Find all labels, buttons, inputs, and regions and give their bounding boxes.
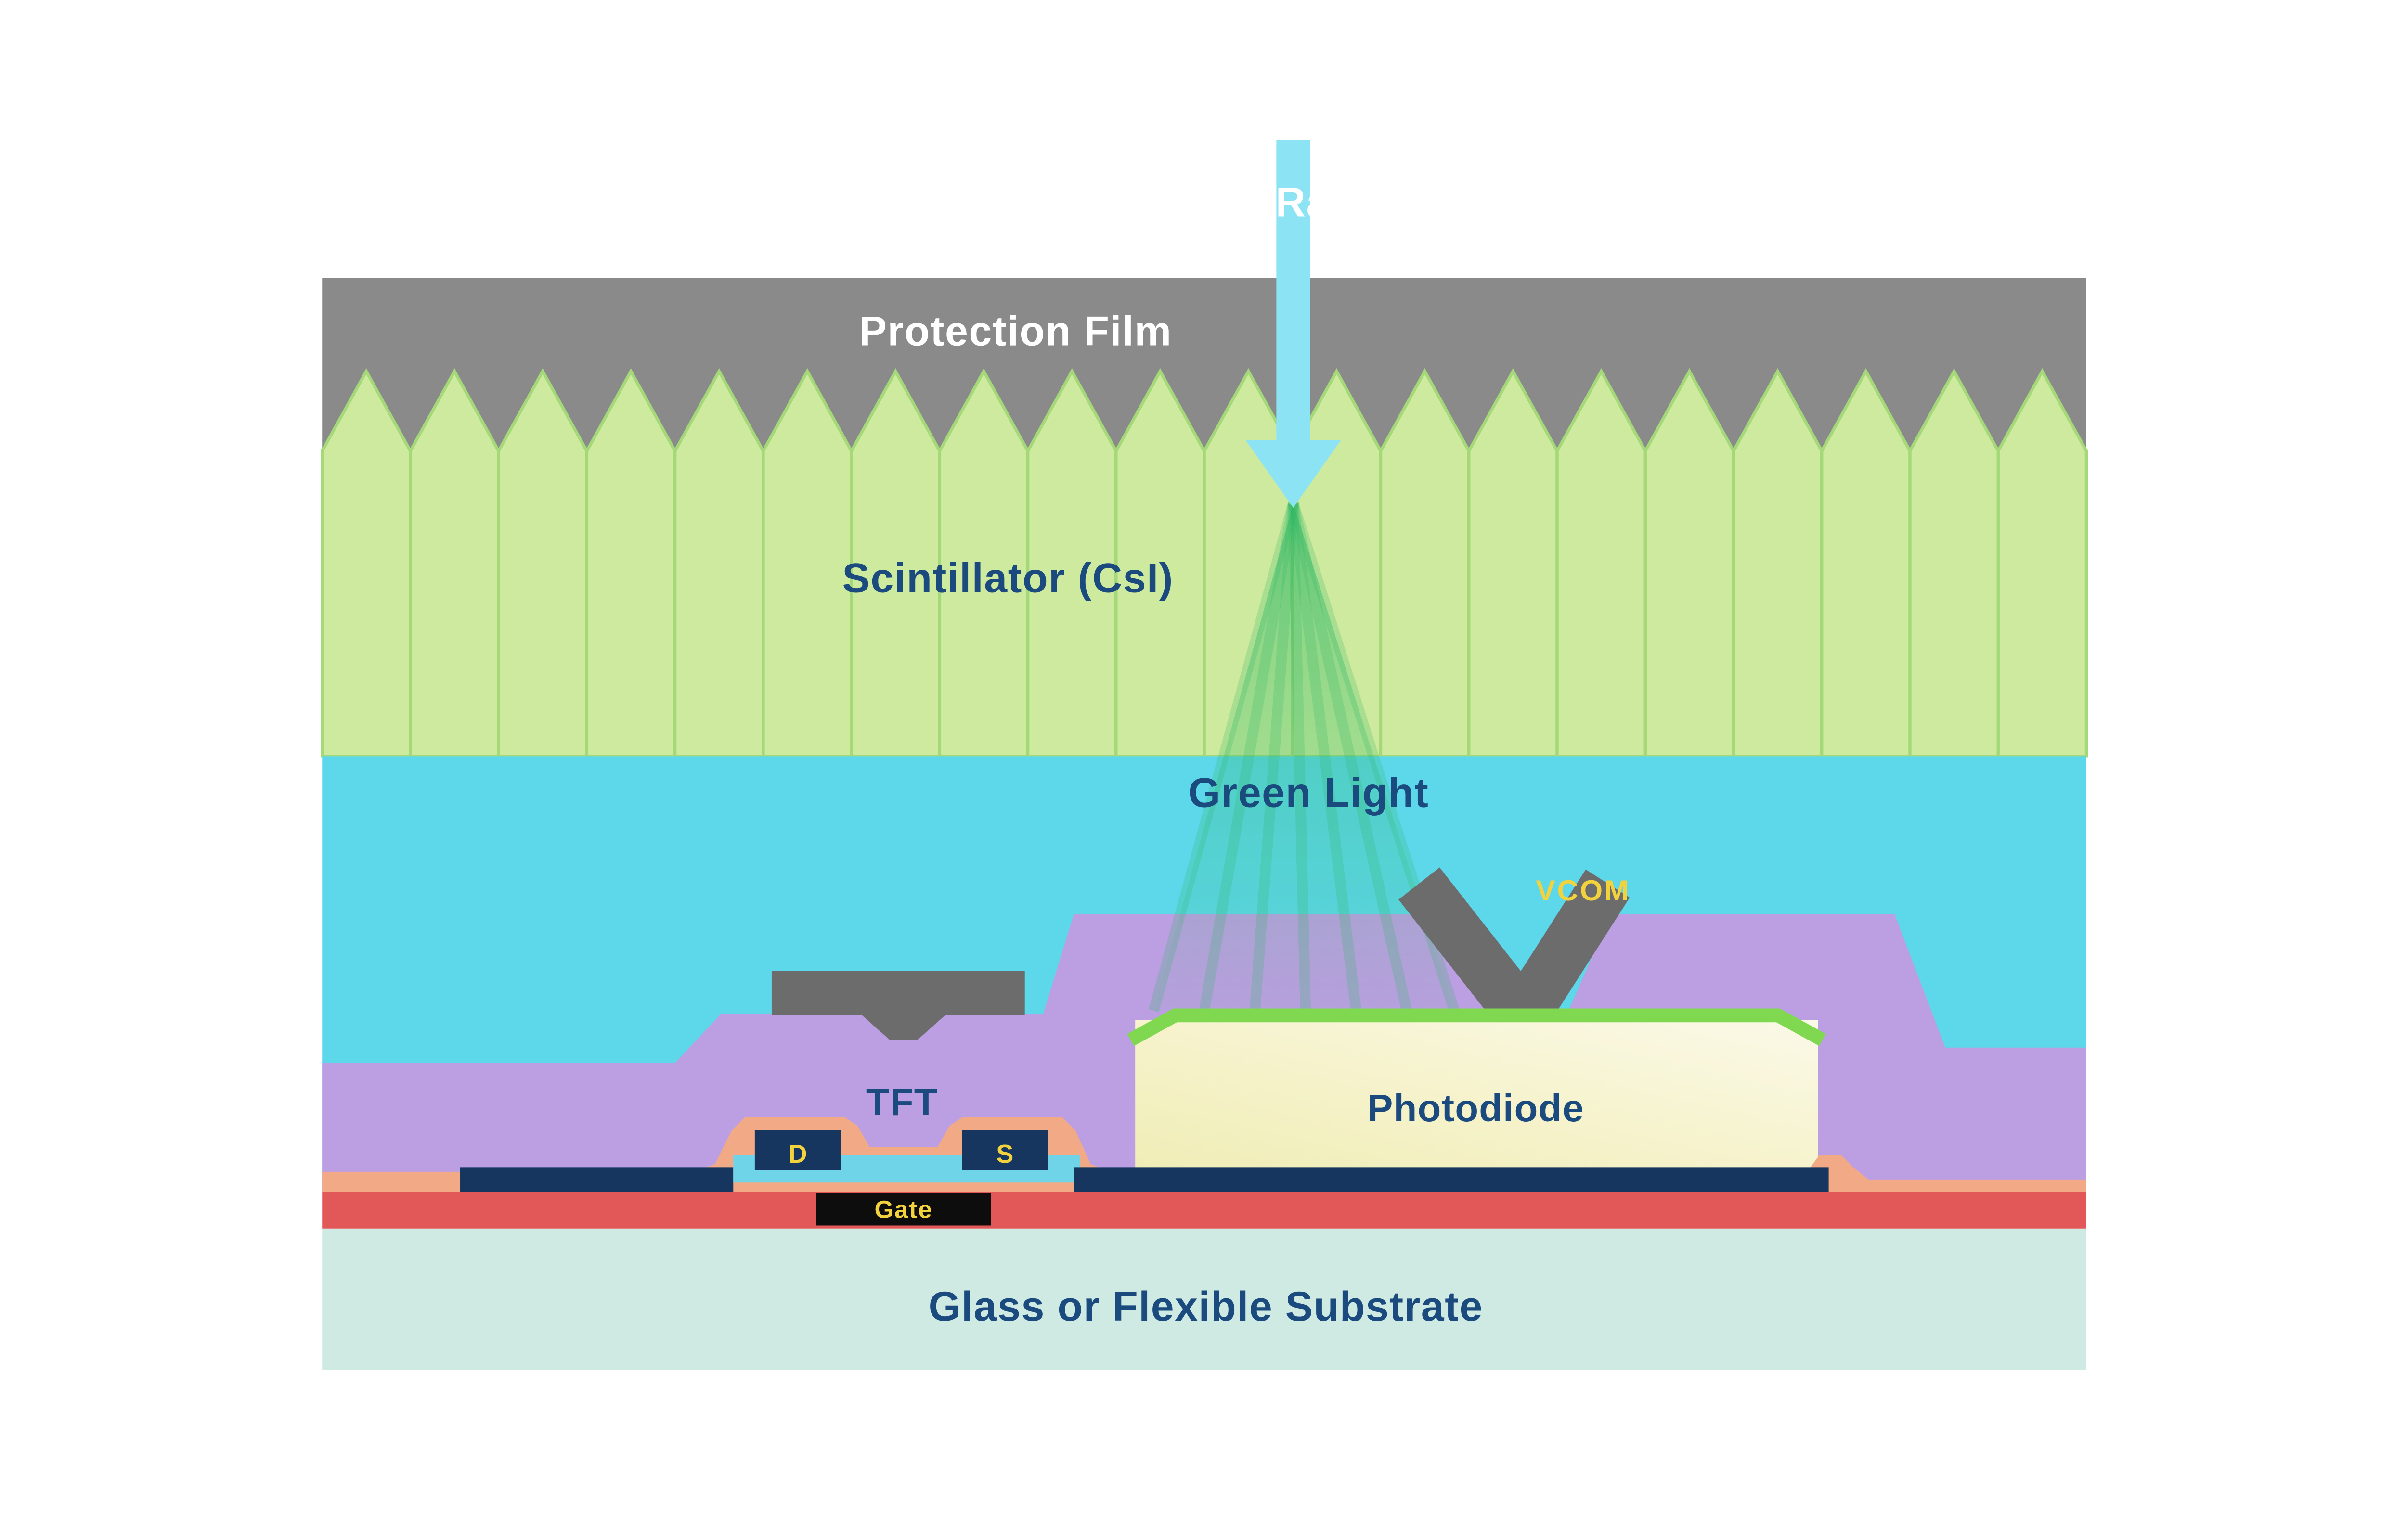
vcom-electrode-arm-right (1504, 869, 1630, 1025)
protection-film-label: Protection Film (859, 308, 1172, 354)
scintillator-column (1908, 368, 2000, 758)
scintillator-column (1379, 368, 1471, 758)
scintillator-column (673, 368, 765, 758)
gate-label: Gate (875, 1196, 933, 1223)
scintillator-column (762, 368, 853, 758)
green-light-cone (1153, 503, 1455, 1011)
gate-insulator-layer (322, 1192, 2086, 1229)
scintillator-column (1467, 368, 1559, 758)
gate-electrode (816, 1193, 991, 1226)
substrate-layer (322, 1228, 2086, 1370)
source-label: S (996, 1140, 1013, 1168)
green-light-ray (1288, 503, 1311, 1011)
vcom-electrode-arm-left (1398, 867, 1540, 1027)
scintillator-layer (321, 368, 2088, 758)
scintillator-column (321, 368, 412, 758)
substrate-label: Glass or Flexible Substrate (929, 1283, 1483, 1330)
scintillator-column (497, 368, 589, 758)
photodiode-top-contact (1127, 1008, 1826, 1046)
vcom-label: VCOM (1536, 874, 1631, 907)
scintillator-column (585, 368, 677, 758)
scintillator-column (1643, 368, 1735, 758)
green-light-rays (1148, 501, 1460, 1013)
scintillator-column (409, 368, 500, 758)
source-electrode (962, 1130, 1048, 1170)
green-light-ray (1148, 501, 1299, 1013)
scintillator-column (1732, 368, 1824, 758)
scintillator-column (1996, 368, 2088, 758)
x-ray-label: X-Ray (1233, 180, 1354, 226)
x-ray-arrow (1245, 140, 1341, 508)
x-ray-arrow-head (1245, 440, 1341, 508)
gate-line-shield (771, 971, 1025, 1040)
protection-film-layer (322, 278, 2086, 453)
scintillator-label: Scintillator (CsI) (842, 555, 1174, 601)
tft-label: TFT (866, 1080, 938, 1123)
scintillator-column (1555, 368, 1647, 758)
green-light-ray (1199, 502, 1299, 1012)
drain-label: D (789, 1140, 807, 1168)
scintillator-column (1820, 368, 1912, 758)
data-line-right (1074, 1167, 1829, 1192)
green-light-ray (1249, 502, 1299, 1012)
drain-electrode (754, 1130, 841, 1170)
green-light-ray (1288, 502, 1362, 1012)
data-line-left (460, 1167, 734, 1192)
x-ray-arrow-shaft (1276, 140, 1310, 444)
green-light-label: Green Light (1188, 770, 1429, 816)
photodiode-body (1135, 1020, 1818, 1174)
photodiode-label: Photodiode (1367, 1087, 1584, 1129)
green-light-ray (1288, 502, 1412, 1012)
